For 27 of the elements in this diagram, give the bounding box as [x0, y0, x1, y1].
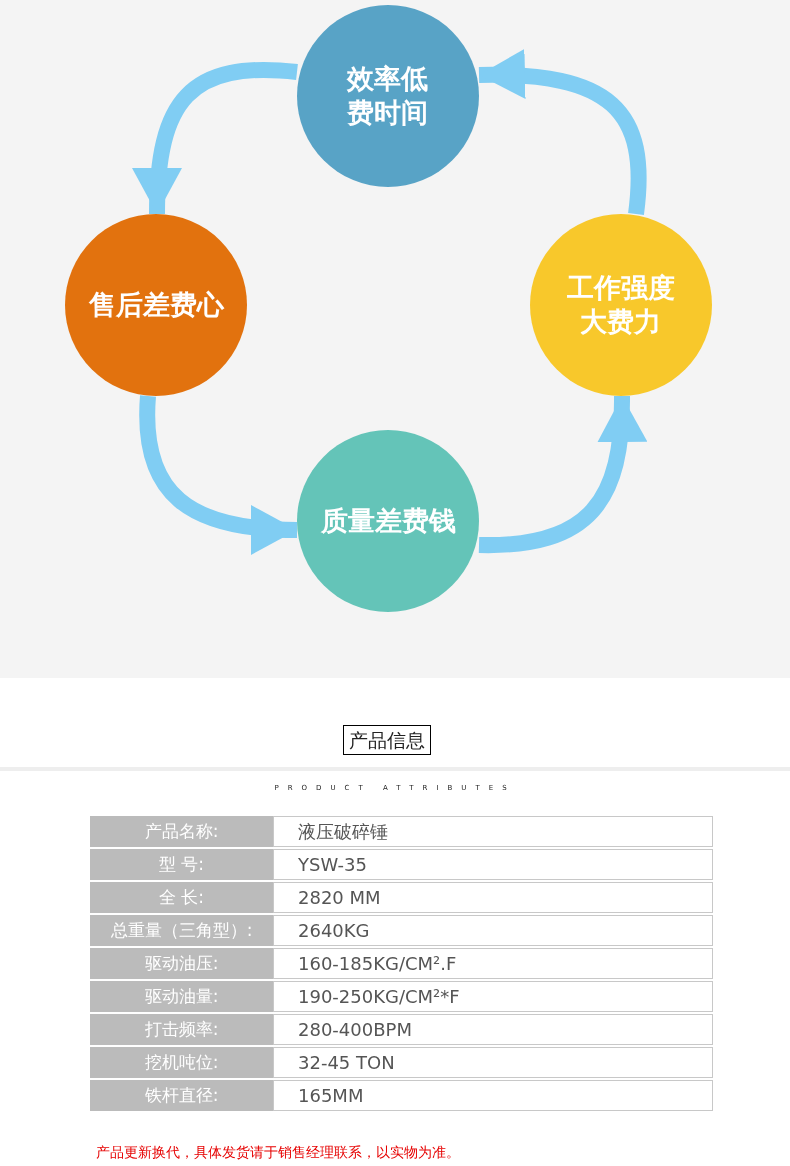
table-cell: 驱动油压: [90, 948, 273, 979]
table-cell: 铁杆直径: [90, 1080, 273, 1111]
curved-arrow [133, 62, 298, 215]
table-cell: 挖机吨位: [90, 1047, 273, 1078]
table-cell: 全 长: [90, 882, 273, 913]
table-cell: 160-185KG/CM².F [273, 948, 713, 979]
table-cell: 165MM [273, 1080, 713, 1111]
curved-arrow [139, 395, 298, 554]
node-text: 工作强度大费力 [566, 271, 676, 339]
table-cell: 280-400BPM [273, 1014, 713, 1045]
footnote: 产品更新换代，具体发货请于销售经理联系，以实物为准。 [96, 1144, 460, 1162]
table-cell: 2820 MM [273, 882, 713, 913]
table-cell: 打击频率: [90, 1014, 273, 1045]
section-heading: 产品信息 [343, 725, 431, 755]
node-text: 效率低费时间 [345, 62, 430, 130]
table-cell: 190-250KG/CM²*F [273, 981, 713, 1012]
table-cell: 2640KG [273, 915, 713, 946]
curved-arrow [478, 395, 647, 553]
node-text: 售后差费心 [87, 288, 225, 322]
node-text: 质量差费钱 [319, 504, 457, 538]
curved-arrow [478, 50, 647, 215]
table-cell: 产品名称: [90, 816, 273, 847]
table-cell: 32-45 TON [273, 1047, 713, 1078]
table-cell: YSW-35 [273, 849, 713, 880]
table-cell: 驱动油量: [90, 981, 273, 1012]
table-cell: 液压破碎锤 [273, 816, 713, 847]
table-cell: 型 号: [90, 849, 273, 880]
